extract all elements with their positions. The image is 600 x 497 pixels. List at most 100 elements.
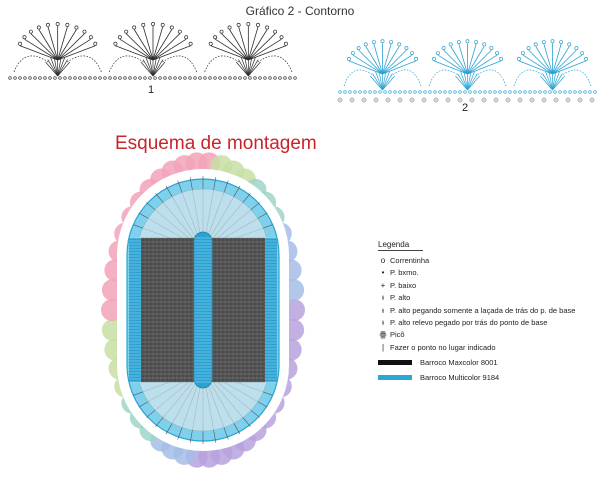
picot bbox=[380, 39, 385, 44]
chain-stitch bbox=[163, 76, 167, 80]
double-crochet bbox=[152, 45, 191, 61]
legend-yarn-blue: Barroco Multicolor 9184 bbox=[378, 373, 593, 382]
double-crochet bbox=[229, 29, 249, 61]
double-crochet bbox=[352, 54, 383, 75]
double-crochet bbox=[552, 46, 570, 75]
chain-stitch bbox=[8, 76, 12, 80]
double-crochet bbox=[552, 49, 577, 75]
chain-stitch bbox=[173, 76, 177, 80]
picot bbox=[227, 25, 232, 30]
double-crochet bbox=[467, 60, 502, 75]
chain-stitch bbox=[48, 76, 52, 80]
arrow-line-icon: | bbox=[381, 342, 385, 352]
chain-stitch bbox=[368, 90, 372, 94]
chain-stitch bbox=[43, 76, 47, 80]
picot bbox=[219, 29, 224, 34]
chain-stitch bbox=[213, 76, 217, 80]
chain-stitch bbox=[123, 76, 127, 80]
double-crochet bbox=[247, 56, 253, 77]
double-crochet bbox=[235, 61, 249, 77]
double-crochet bbox=[467, 73, 478, 91]
base-stitch bbox=[529, 97, 535, 103]
double-crochet bbox=[373, 43, 383, 75]
chain-stitch bbox=[278, 76, 282, 80]
base-stitch bbox=[409, 97, 415, 103]
double-crochet bbox=[382, 46, 400, 75]
double-crochet bbox=[140, 61, 154, 77]
legend-item-label: Picô bbox=[390, 330, 405, 340]
double-crochet bbox=[372, 73, 383, 91]
chain-stitch bbox=[138, 76, 142, 80]
base-stitch bbox=[505, 97, 511, 103]
double-crochet bbox=[115, 45, 154, 61]
double-crochet-icon: ᵼ bbox=[382, 293, 384, 303]
double-crochet bbox=[238, 59, 249, 77]
yarn-swatch-black bbox=[378, 360, 412, 365]
chain-stitch bbox=[243, 76, 247, 80]
double-crochet bbox=[210, 45, 249, 61]
base-stitch bbox=[349, 97, 355, 103]
picot bbox=[347, 56, 351, 61]
chain-arc bbox=[390, 69, 422, 87]
picot bbox=[533, 42, 538, 47]
chain-stitch bbox=[38, 76, 42, 80]
picot bbox=[177, 29, 182, 34]
picot bbox=[169, 25, 174, 30]
chain-stitch bbox=[28, 76, 32, 80]
double-crochet bbox=[152, 26, 164, 61]
chain-stitch bbox=[148, 76, 152, 80]
double-crochet bbox=[248, 57, 256, 77]
picot bbox=[495, 51, 500, 55]
double-crochet bbox=[382, 75, 395, 91]
chain-stitch bbox=[468, 90, 472, 94]
picot-icon: ꙮ bbox=[379, 330, 387, 340]
picot bbox=[188, 41, 193, 46]
double-crochet bbox=[433, 60, 468, 75]
picot bbox=[350, 51, 355, 55]
chain-stitch bbox=[268, 76, 272, 80]
double-crochet bbox=[348, 60, 383, 75]
base-stitch bbox=[397, 97, 403, 103]
picot bbox=[410, 51, 415, 55]
double-crochet bbox=[552, 43, 562, 75]
chain-stitch bbox=[33, 76, 37, 80]
double-crochet bbox=[543, 43, 553, 75]
chain-stitch bbox=[78, 76, 82, 80]
chain-stitch bbox=[338, 90, 342, 94]
picot bbox=[213, 35, 218, 40]
chain-stitch bbox=[103, 76, 107, 80]
picot bbox=[559, 40, 564, 44]
chain-stitch bbox=[93, 76, 97, 80]
double-crochet bbox=[463, 70, 468, 91]
picot bbox=[435, 51, 440, 55]
legend-item-label: Correntinha bbox=[390, 256, 430, 265]
base-stitch bbox=[373, 97, 379, 103]
chain-stitch bbox=[273, 76, 277, 80]
chart-2-label: 2 bbox=[462, 102, 469, 114]
base-stitch bbox=[469, 97, 475, 103]
chain-stitch bbox=[378, 90, 382, 94]
chain-stitch bbox=[218, 76, 222, 80]
picot bbox=[517, 56, 521, 61]
picot bbox=[580, 51, 585, 55]
double-crochet bbox=[450, 46, 468, 75]
chain-stitch bbox=[68, 76, 72, 80]
chain-arc bbox=[560, 69, 592, 87]
chain-stitch bbox=[23, 76, 27, 80]
double-crochet bbox=[378, 70, 383, 91]
legend-item: +P. baixo bbox=[378, 281, 593, 290]
chain-stitch bbox=[418, 90, 422, 94]
chain-stitch bbox=[538, 90, 542, 94]
picot bbox=[208, 41, 213, 46]
double-crochet bbox=[382, 70, 387, 91]
double-crochet bbox=[38, 29, 59, 61]
chain-stitch bbox=[588, 90, 592, 94]
double-crochet bbox=[370, 75, 383, 91]
chain-stitch bbox=[543, 90, 547, 94]
picot bbox=[567, 42, 572, 47]
chain-stitch bbox=[393, 90, 397, 94]
chain-stitch bbox=[493, 90, 497, 94]
